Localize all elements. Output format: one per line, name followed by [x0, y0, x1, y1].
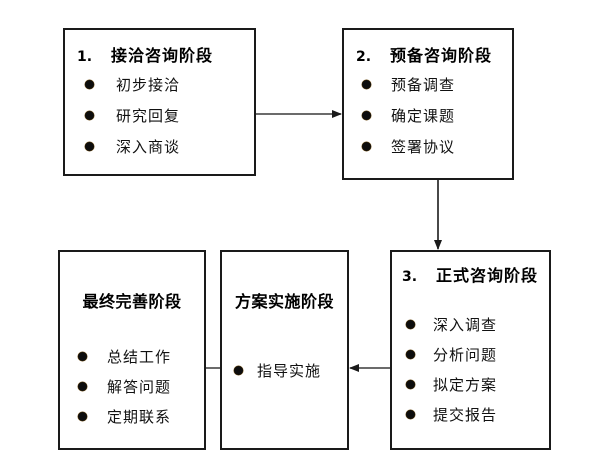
stage-1-bullet-3: 深入商谈 — [116, 138, 181, 156]
stage-1-bullet-2: 研究回复 — [116, 107, 181, 125]
list-item: 研究回复 — [85, 105, 254, 126]
stage-box-5[interactable]: 最终完善阶段 总结工作 解答问题 定期联系 — [58, 250, 206, 450]
stage-3-bullet-3: 拟定方案 — [433, 376, 498, 394]
bullet-dot-icon — [362, 111, 371, 120]
stage-box-3[interactable]: 3. 正式咨询阶段 深入调查 分析问题 拟定方案 提交报告 — [390, 250, 551, 450]
stage-3-bullet-4: 提交报告 — [433, 406, 498, 424]
bullet-dot-icon — [362, 80, 371, 89]
stage-5-bullet-1: 总结工作 — [107, 348, 172, 366]
bullet-dot-icon — [406, 410, 415, 419]
stage-2-number: 2. — [356, 49, 372, 65]
stage-3-title: 正式咨询阶段 — [436, 266, 539, 285]
stage-3-heading: 3. 正式咨询阶段 — [402, 262, 549, 286]
bullet-dot-icon — [234, 366, 243, 375]
list-item: 初步接洽 — [85, 74, 254, 95]
stage-3-bullet-2: 分析问题 — [433, 346, 498, 364]
bullet-dot-icon — [85, 142, 94, 151]
stage-2-bullet-list: 预备调查 确定课题 签署协议 — [362, 74, 512, 157]
stage-4-bullet-1: 指导实施 — [257, 362, 322, 380]
stage-4-title: 方案实施阶段 — [234, 292, 334, 311]
stage-2-heading: 2. 预备咨询阶段 — [356, 42, 512, 66]
stage-1-bullet-1: 初步接洽 — [116, 76, 181, 94]
stage-box-4[interactable]: 方案实施阶段 指导实施 — [220, 250, 349, 450]
bullet-dot-icon — [85, 80, 94, 89]
list-item: 总结工作 — [78, 346, 204, 367]
bullet-dot-icon — [362, 142, 371, 151]
stage-1-number: 1. — [77, 49, 93, 65]
stage-1-title: 接洽咨询阶段 — [111, 46, 214, 65]
stage-2-bullet-2: 确定课题 — [391, 107, 456, 125]
stage-3-bullet-1: 深入调查 — [433, 316, 498, 334]
stage-5-bullet-2: 解答问题 — [107, 378, 172, 396]
stage-4-bullet-list: 指导实施 — [234, 360, 347, 381]
bullet-dot-icon — [85, 111, 94, 120]
list-item: 拟定方案 — [406, 374, 549, 395]
stage-1-bullet-list: 初步接洽 研究回复 深入商谈 — [85, 74, 254, 157]
list-item: 预备调查 — [362, 74, 512, 95]
stage-3-bullet-list: 深入调查 分析问题 拟定方案 提交报告 — [406, 314, 549, 425]
bullet-dot-icon — [78, 382, 87, 391]
list-item: 指导实施 — [234, 360, 347, 381]
bullet-dot-icon — [406, 380, 415, 389]
stage-box-2[interactable]: 2. 预备咨询阶段 预备调查 确定课题 签署协议 — [342, 28, 514, 180]
bullet-dot-icon — [78, 352, 87, 361]
list-item: 提交报告 — [406, 404, 549, 425]
list-item: 定期联系 — [78, 406, 204, 427]
bullet-dot-icon — [78, 412, 87, 421]
stage-box-1[interactable]: 1. 接洽咨询阶段 初步接洽 研究回复 深入商谈 — [63, 28, 256, 176]
stage-2-bullet-1: 预备调查 — [391, 76, 456, 94]
list-item: 深入商谈 — [85, 136, 254, 157]
bullet-dot-icon — [406, 320, 415, 329]
stage-1-heading: 1. 接洽咨询阶段 — [77, 42, 254, 66]
list-item: 深入调查 — [406, 314, 549, 335]
list-item: 解答问题 — [78, 376, 204, 397]
list-item: 签署协议 — [362, 136, 512, 157]
list-item: 分析问题 — [406, 344, 549, 365]
list-item: 确定课题 — [362, 105, 512, 126]
stage-2-title: 预备咨询阶段 — [390, 46, 493, 65]
stage-3-number: 3. — [402, 269, 418, 285]
stage-5-bullet-3: 定期联系 — [107, 408, 172, 426]
stage-2-bullet-3: 签署协议 — [391, 138, 456, 156]
stage-5-title: 最终完善阶段 — [82, 292, 182, 311]
bullet-dot-icon — [406, 350, 415, 359]
stage-5-bullet-list: 总结工作 解答问题 定期联系 — [78, 346, 204, 427]
